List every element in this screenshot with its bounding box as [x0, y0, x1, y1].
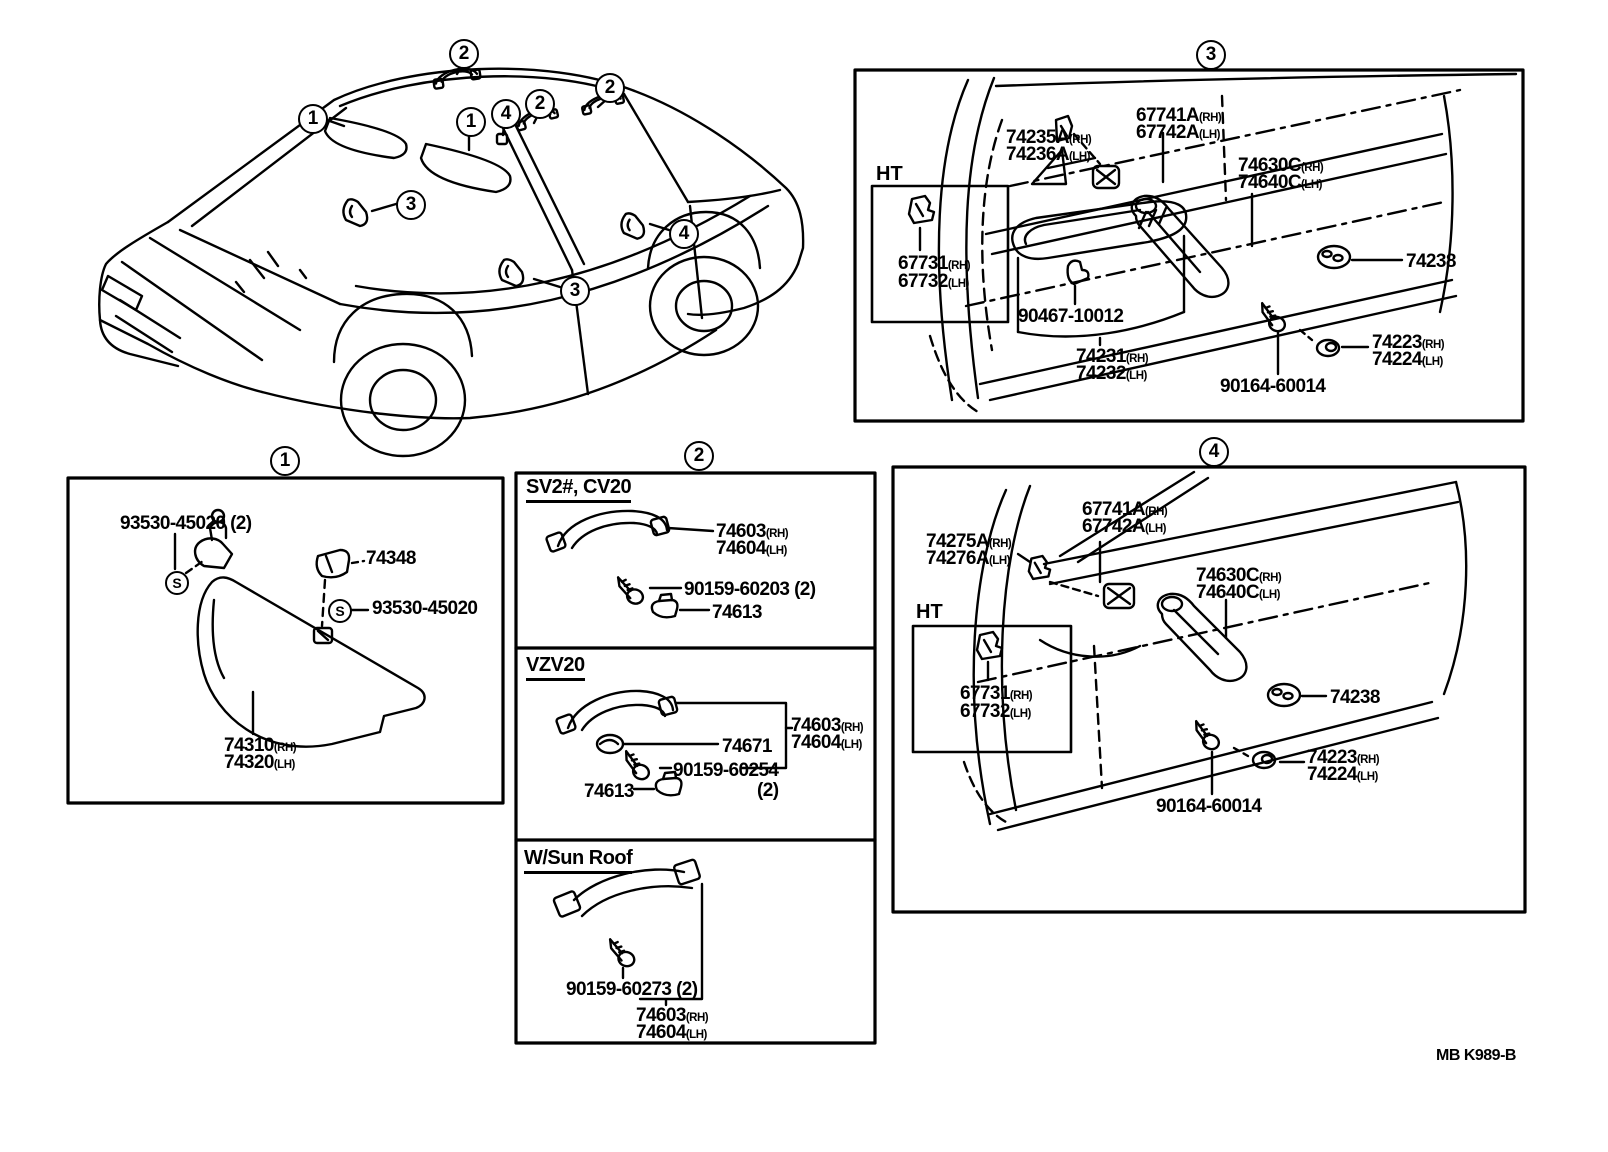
part-label-90467-10012: 90467-10012 [1018, 306, 1124, 327]
car-callout-2-front: 2 [449, 39, 479, 69]
part-label-74603-rh-b: 74603(RH) [791, 715, 864, 736]
car-callout-4-door: 4 [669, 219, 699, 249]
front-door-trim-art [907, 74, 1516, 412]
s-symbol-1: S [165, 571, 189, 595]
car-line-art [99, 65, 803, 456]
part-label-90164-60014-s4: 90164-60014 [1156, 796, 1262, 817]
section-2-number: 2 [684, 441, 714, 471]
part-label-74238-s3: 74238 [1406, 251, 1456, 272]
car-callout-1-mid: 1 [456, 107, 486, 137]
part-label-67742a-lh-s4: 67742A(LH) [1082, 516, 1166, 537]
part-label-74236a-lh: 74236A(LH) [1006, 144, 1090, 165]
part-label-74603-rh-c: 74603(RH) [636, 1005, 709, 1026]
part-label-74276a-lh: 74276A(LH) [926, 548, 1010, 569]
part-label-74613-a: 74613 [712, 602, 762, 623]
part-label-74320-lh: 74320(LH) [224, 752, 295, 773]
part-label-74604-lh-b: 74604(LH) [791, 732, 862, 753]
part-label-74223-rh-s4: 74223(RH) [1307, 747, 1380, 768]
part-label-67741a-rh-s3: 67741A(RH) [1136, 105, 1222, 126]
part-label-90159-60273: 90159-60273 (2) [566, 979, 698, 1000]
car-callout-3-front: 3 [396, 190, 426, 220]
section-boxes [68, 70, 1525, 1043]
part-label-67742a-lh-s3: 67742A(LH) [1136, 122, 1220, 143]
part-label-74235a-rh: 74235A(RH) [1006, 127, 1092, 148]
part-label-90159-60203: 90159-60203 (2) [684, 579, 816, 600]
part-label-90164-60014-s3: 90164-60014 [1220, 376, 1326, 397]
part-label-67741a-rh-s4: 67741A(RH) [1082, 499, 1168, 520]
car-callout-4-top: 4 [491, 99, 521, 129]
part-label-74238-s4: 74238 [1330, 687, 1380, 708]
part-label-74603-rh-a: 74603(RH) [716, 521, 789, 542]
car-callout-2-rear: 2 [595, 73, 625, 103]
part-label-90159-60254: 90159-60254 [673, 760, 779, 781]
subsection-title-sunroof: W/Sun Roof [524, 848, 633, 874]
part-label-74640c-lh-s4: 74640C(LH) [1196, 582, 1280, 603]
subsection-title-sv2-cv20: SV2#, CV20 [526, 477, 632, 503]
part-label-67731-rh-s3: 67731(RH) [898, 253, 971, 274]
part-label-74231-rh: 74231(RH) [1076, 346, 1149, 367]
part-label-74604-lh-c: 74604(LH) [636, 1022, 707, 1043]
part-label-74275a-rh: 74275A(RH) [926, 531, 1012, 552]
part-label-67732-lh-s4: 67732(LH) [960, 701, 1031, 722]
part-label-74640c-lh-s3: 74640C(LH) [1238, 172, 1322, 193]
car-callout-3-door: 3 [560, 276, 590, 306]
part-label-74348: 74348 [366, 548, 416, 569]
part-label-67731-rh-s4: 67731(RH) [960, 683, 1033, 704]
part-label-93530-45020-right: 93530-45020 [372, 598, 478, 619]
part-label-67732-lh-s3: 67732(LH) [898, 271, 969, 292]
part-label-74630c-rh-s4: 74630C(RH) [1196, 565, 1282, 586]
ht-label-s4: HT [916, 601, 943, 623]
car-callout-2-mid: 2 [525, 89, 555, 119]
part-label-74224-lh-s3: 74224(LH) [1372, 349, 1443, 370]
subsection-title-vzv20: VZV20 [526, 655, 585, 681]
car-callout-1-left: 1 [298, 104, 328, 134]
part-label-74604-lh-a: 74604(LH) [716, 538, 787, 559]
sun-visor-art [175, 510, 425, 747]
ht-label-s3: HT [876, 163, 903, 185]
assist-grip-art [546, 511, 792, 1005]
section-4-number: 4 [1199, 437, 1229, 467]
section-3-number: 3 [1196, 40, 1226, 70]
s-symbol-2: S [328, 599, 352, 623]
section-1-number: 1 [270, 446, 300, 476]
part-label-74232-lh: 74232(LH) [1076, 363, 1147, 384]
part-label-93530-45020-top: 93530-45020 (2) [120, 513, 252, 534]
rear-door-trim-art [964, 472, 1466, 830]
part-label-90159-60254-qty: (2) [757, 780, 779, 801]
part-label-74310-rh: 74310(RH) [224, 735, 297, 756]
part-label-74630c-rh-s3: 74630C(RH) [1238, 155, 1324, 176]
part-label-74671: 74671 [722, 736, 772, 757]
part-label-74613-b: 74613 [584, 781, 634, 802]
part-label-74224-lh-s4: 74224(LH) [1307, 764, 1378, 785]
page-code: MB K989-B [1436, 1047, 1516, 1064]
part-label-74223-rh-s3: 74223(RH) [1372, 332, 1445, 353]
